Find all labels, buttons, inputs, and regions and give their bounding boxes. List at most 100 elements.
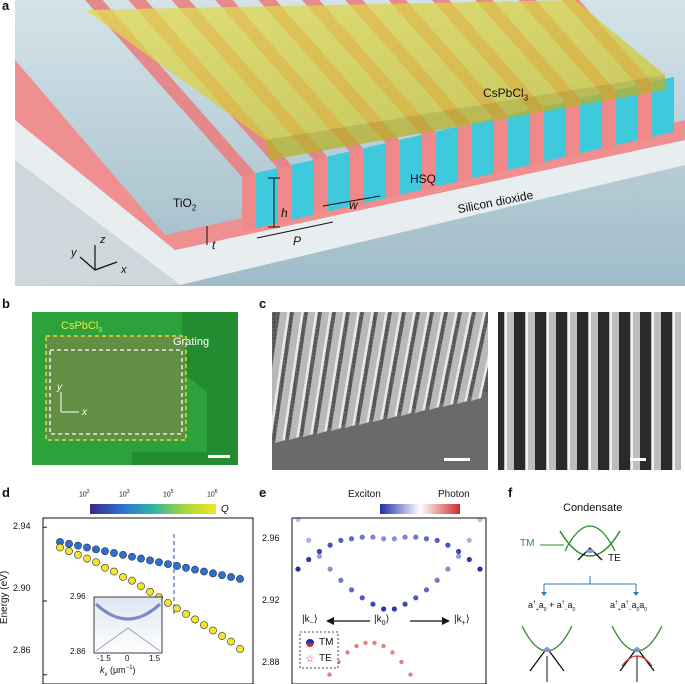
data-point	[137, 582, 145, 591]
data-point	[191, 615, 199, 624]
data-point	[110, 567, 118, 576]
panel-label-c: c	[259, 296, 267, 311]
data-point	[209, 569, 217, 578]
sem-ridge	[289, 312, 315, 440]
data-point	[227, 573, 235, 581]
data-point	[182, 563, 190, 572]
polariton-point	[359, 595, 365, 601]
data-point	[83, 543, 91, 552]
polariton-point	[434, 577, 440, 583]
inset-frame	[93, 596, 163, 654]
panel-d-chart: 102 103 105 106 Q Energy (eV) 2.94 2.90 …	[0, 484, 262, 684]
chart-e-svg: ☆	[291, 504, 487, 684]
polariton-point	[445, 542, 451, 548]
period-label: P	[293, 234, 302, 248]
tio2-ridge	[458, 124, 472, 183]
data-point	[227, 637, 235, 646]
data-point	[218, 632, 226, 640]
sem-ridge	[373, 312, 399, 422]
q-tick-4: 106	[207, 489, 218, 499]
photon-point	[381, 643, 386, 649]
polariton-point	[466, 556, 472, 563]
q-tick-1: 102	[79, 489, 90, 499]
hsq-fill	[436, 126, 458, 187]
data-point	[146, 587, 154, 596]
data-point	[119, 550, 127, 559]
tio2-ridge	[350, 149, 364, 208]
axis-x-label: x	[82, 407, 87, 418]
sem-stripe	[609, 312, 619, 470]
photon-point	[345, 650, 350, 655]
axis-y-label: y	[57, 382, 62, 393]
panel-c-sem-top	[498, 312, 681, 470]
data-point	[74, 541, 82, 550]
polariton-point	[477, 566, 483, 572]
polariton-point	[327, 566, 333, 572]
photon-point	[354, 643, 359, 649]
k-plus-label: |k+⟩	[454, 614, 470, 627]
polariton-point	[348, 536, 355, 542]
hsq-fill	[508, 109, 530, 170]
polariton-point	[445, 566, 451, 572]
data-point	[173, 562, 181, 570]
panel-label-a: a	[2, 0, 10, 13]
polariton-point	[391, 536, 397, 542]
polariton-point	[338, 577, 344, 583]
axis-z-label: z	[100, 234, 106, 246]
tio2-ridge	[422, 132, 436, 191]
cspbcl3-film-label: CsPbCl3	[61, 320, 103, 335]
sem-stripe	[588, 312, 598, 470]
hsq-label: HSQ	[410, 172, 437, 186]
colorbar-photon-label: Photon	[438, 489, 470, 500]
tio2-ridge	[566, 99, 580, 158]
sem-image-top	[504, 312, 681, 470]
hsq-fill	[400, 134, 422, 195]
sem-ridge	[415, 312, 441, 413]
legend-te-marker: ☆	[306, 654, 315, 665]
sem-ridge	[457, 312, 483, 404]
q-colorbar	[90, 504, 216, 514]
sem-ridge	[317, 312, 343, 434]
tio2-label: TiO2	[173, 196, 197, 213]
sem-ridge	[275, 312, 301, 443]
photon-point	[390, 650, 395, 655]
data-point	[164, 598, 172, 607]
y-axis-label: Energy (eV)	[0, 570, 11, 625]
polariton-point	[338, 537, 344, 543]
ytick-3: 2.86	[13, 645, 31, 655]
colorbar-exciton-label: Exciton	[348, 489, 381, 500]
hsq-fill	[256, 168, 278, 228]
sem-ridge	[345, 312, 371, 428]
data-point	[182, 610, 190, 618]
legend-tm-label: TM	[319, 637, 334, 648]
data-points	[56, 538, 244, 653]
panel-label-b: b	[2, 296, 10, 311]
sem-ridge	[331, 312, 357, 431]
sem-ridge	[359, 312, 385, 425]
optical-micrograph	[45, 312, 238, 465]
q-tick-2: 103	[119, 489, 130, 499]
sem-top-stripes	[504, 312, 681, 470]
data-point	[155, 558, 163, 567]
photon-point	[408, 672, 413, 677]
inset-ytick-2: 2.86	[70, 647, 86, 656]
exciton-photon-colorbar	[380, 504, 460, 514]
hsq-fill	[652, 76, 674, 137]
polariton-point	[306, 556, 312, 563]
data-point	[209, 626, 217, 635]
sem-ridge	[443, 312, 469, 407]
polariton-point	[455, 553, 462, 559]
polariton-point	[413, 534, 419, 540]
hsq-fill	[328, 151, 350, 212]
tio2-ridge	[602, 91, 616, 149]
data-point	[146, 556, 154, 565]
polariton-point	[402, 601, 408, 607]
ytick-3: 2.88	[262, 657, 280, 667]
polariton-point	[327, 542, 333, 548]
sem-ridge	[303, 312, 329, 437]
data-point	[83, 554, 91, 563]
tio2-ridge	[314, 157, 328, 216]
data-point	[236, 574, 244, 583]
k-minus-label: |k−⟩	[302, 614, 318, 627]
sem-ridges	[272, 312, 488, 443]
